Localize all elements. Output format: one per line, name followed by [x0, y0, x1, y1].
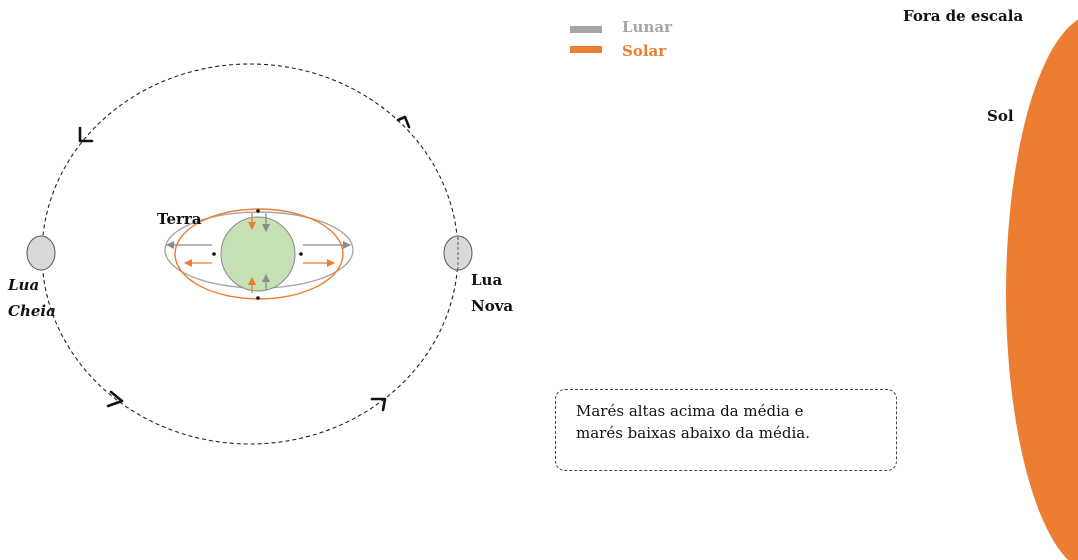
- legend-lunar-label: Lunar: [622, 18, 673, 36]
- reference-dot: [212, 252, 216, 256]
- tide-explanation-box: Marés altas acima da média e marés baixa…: [555, 389, 897, 471]
- legend-lunar-swatch: [570, 26, 602, 33]
- reference-dot: [256, 296, 260, 300]
- new-moon-label-line2: Nova: [471, 297, 513, 315]
- full-moon: [26, 235, 56, 271]
- orbit-direction-arrow-icon: [370, 397, 387, 412]
- reference-dot: [299, 252, 303, 256]
- legend-solar-label: Solar: [622, 42, 667, 60]
- tide-explanation-line2: marés baixas abaixo da média.: [576, 424, 810, 442]
- earth-label: Terra: [157, 210, 202, 228]
- new-moon-label-line1: Lua: [471, 271, 502, 289]
- tide-explanation-line1: Marés altas acima da média e: [576, 402, 804, 420]
- orbit-direction-arrow-icon: [106, 390, 124, 408]
- earth: [220, 216, 296, 292]
- sun-label: Sol: [987, 107, 1014, 125]
- reference-dot: [256, 209, 260, 213]
- orbit-direction-arrow-icon: [396, 115, 411, 129]
- legend-solar-swatch: [570, 46, 602, 53]
- legend: Lunar Solar: [570, 18, 673, 60]
- scale-note: Fora de escala: [903, 7, 1023, 25]
- full-moon-label-line1: Lua: [7, 276, 39, 294]
- orbit-direction-arrow-icon: [78, 126, 94, 143]
- full-moon-label-line2: Cheia: [8, 302, 56, 320]
- sun: [1006, 19, 1078, 560]
